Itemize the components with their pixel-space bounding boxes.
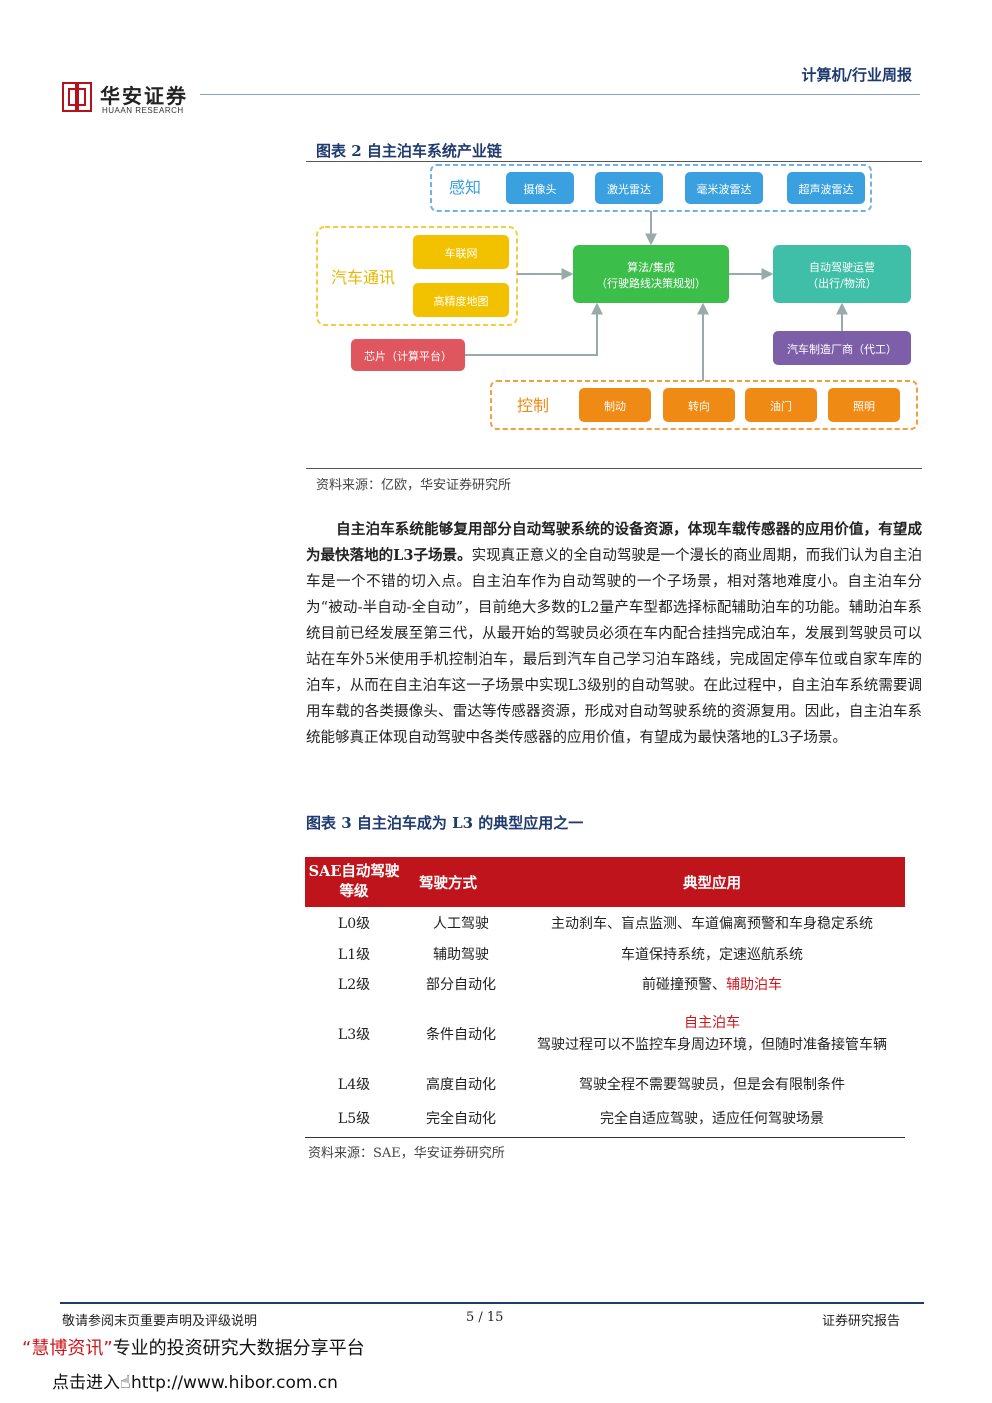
header-sae-level: SAE自动驾驶等级 bbox=[305, 857, 403, 907]
sae-level-table: SAE自动驾驶等级 驾驶方式 典型应用 L0级 人工驾驶 主动刹车、盲点监测、车… bbox=[305, 857, 905, 1138]
header-typical-application: 典型应用 bbox=[519, 857, 905, 907]
control-item-box bbox=[663, 388, 735, 422]
figure3-source: 资料来源：SAE，华安证券研究所 bbox=[308, 1146, 505, 1161]
control-group-frame bbox=[490, 380, 918, 430]
figure2-caption: 图表 2 自主泊车系统产业链 bbox=[316, 142, 502, 160]
cell-mode: 完全自动化 bbox=[403, 1099, 519, 1138]
comm-item-label: 车联网 bbox=[445, 246, 478, 260]
cell-app: 前碰撞预警、辅助泊车 bbox=[519, 969, 905, 999]
promo-url-link[interactable]: http://www.hibor.com.cn bbox=[130, 1373, 338, 1393]
arrow-chip-to-algo bbox=[465, 302, 603, 356]
control-label: 控制 bbox=[517, 396, 549, 415]
cell-mode: 人工驾驶 bbox=[433, 916, 489, 932]
chip-box bbox=[351, 339, 465, 371]
cell-app: 驾驶全程不需要驾驶员，但是会有限制条件 bbox=[579, 1077, 845, 1093]
operations-box bbox=[773, 245, 911, 303]
promo-line: “慧博资讯”专业的投资研究大数据分享平台 bbox=[22, 1334, 365, 1360]
comm-item-box bbox=[413, 283, 509, 317]
body-paragraph: 自主泊车系统能够复用部分自动驾驶系统的设备资源，体现车载传感器的应用价值，有望成… bbox=[306, 517, 922, 751]
comm-label: 汽车通讯 bbox=[331, 268, 395, 287]
cell-app-highlight: 自主泊车 bbox=[684, 1015, 740, 1031]
comm-item-box bbox=[413, 235, 509, 269]
table-row: L3级 条件自动化 自主泊车驾驶过程可以不监控车身周边环境，但随时准备接管车辆 bbox=[305, 999, 905, 1069]
sensor-box bbox=[506, 172, 574, 204]
cell-level: L4级 bbox=[337, 1077, 371, 1093]
cell-mode: 部分自动化 bbox=[426, 977, 496, 993]
promo-slogan: 专业的投资研究大数据分享平台 bbox=[112, 1338, 365, 1359]
control-item-label: 油门 bbox=[770, 399, 792, 413]
sensor-label: 激光雷达 bbox=[607, 182, 651, 196]
control-item-label: 照明 bbox=[853, 400, 875, 413]
header-divider bbox=[200, 94, 920, 95]
operations-line1: 自动驾驶运营 bbox=[809, 260, 875, 274]
cell-app: 完全自适应驾驶，适应任何驾驶场景 bbox=[519, 1099, 905, 1138]
control-item-label: 制动 bbox=[604, 400, 626, 413]
sensor-label: 超声波雷达 bbox=[799, 182, 854, 196]
sensor-label: 毫米波雷达 bbox=[697, 182, 752, 196]
cell-app-text: 前碰撞预警、 bbox=[642, 977, 726, 993]
sensor-box bbox=[595, 172, 663, 204]
footer-report-type: 证券研究报告 bbox=[822, 1314, 901, 1329]
oem-box bbox=[773, 331, 911, 365]
comm-item-label: 高精度地图 bbox=[434, 294, 489, 308]
oem-label: 汽车制造厂商（代工） bbox=[787, 342, 897, 356]
figure2-bottom-rule bbox=[306, 468, 922, 469]
table-row: L5级 完全自动化 完全自适应驾驶，适应任何驾驶场景 bbox=[305, 1099, 905, 1138]
page-number: 5 / 15 bbox=[466, 1310, 504, 1325]
table-row: L0级 人工驾驶 主动刹车、盲点监测、车道偏离预警和车身稳定系统 bbox=[305, 907, 905, 939]
footer-disclaimer: 敬请参阅末页重要声明及评级说明 bbox=[62, 1314, 258, 1329]
chip-label: 芯片（计算平台） bbox=[364, 349, 452, 363]
control-item-box bbox=[828, 388, 900, 422]
perception-items: 摄像头 激光雷达 毫米波雷达 超声波雷达 bbox=[506, 172, 865, 204]
cell-mode: 条件自动化 bbox=[426, 1027, 496, 1043]
algorithm-line1: 算法/集成 bbox=[627, 260, 675, 274]
sensor-box bbox=[685, 172, 763, 204]
logo-name-en: HUAAN RESEARCH bbox=[102, 106, 184, 115]
report-section-title: 计算机/行业周报 bbox=[801, 66, 912, 84]
control-item-label: 转向 bbox=[688, 399, 710, 413]
promo-brand: “慧博资讯” bbox=[22, 1338, 113, 1359]
cell-level: L3级 bbox=[337, 1027, 371, 1043]
table-row: L2级 部分自动化 前碰撞预警、辅助泊车 bbox=[305, 969, 905, 999]
cell-app: 自主泊车驾驶过程可以不监控车身周边环境，但随时准备接管车辆 bbox=[519, 999, 905, 1069]
cell-level: L5级 bbox=[305, 1099, 403, 1138]
algorithm-box bbox=[573, 245, 729, 303]
paragraph-text: 实现真正意义的全自动驾驶是一个漫长的商业周期，而我们认为自主泊车是一个不错的切入… bbox=[306, 548, 922, 746]
table-header-row: SAE自动驾驶等级 驾驶方式 典型应用 bbox=[305, 857, 905, 907]
comm-group-frame bbox=[316, 226, 518, 326]
cell-app: 主动刹车、盲点监测、车道偏离预警和车身稳定系统 bbox=[551, 916, 873, 932]
header-driving-mode: 驾驶方式 bbox=[403, 857, 519, 907]
control-item-box bbox=[745, 388, 817, 422]
logo-name-cn: 华安证券 bbox=[100, 84, 188, 108]
company-logo-icon bbox=[62, 82, 92, 112]
table-row: L1级 辅助驾驶 车道保持系统，定速巡航系统 bbox=[305, 939, 905, 969]
cell-level: L0级 bbox=[337, 916, 371, 932]
promo-link-line: 点击进入☝http://www.hibor.com.cn bbox=[52, 1368, 338, 1393]
paragraph-lead-bold: 自主泊车系统能够复用部分自动驾驶系统的设备资源，体现车载传感器的应用价值，有望成… bbox=[306, 521, 922, 564]
figure2-top-rule bbox=[306, 161, 922, 162]
cell-app-text: 驾驶过程可以不监控车身周边环境，但随时准备接管车辆 bbox=[537, 1037, 887, 1053]
cell-mode: 高度自动化 bbox=[426, 1077, 496, 1093]
promo-enter-text: 点击进入 bbox=[52, 1373, 120, 1393]
cell-mode: 辅助驾驶 bbox=[433, 947, 489, 963]
control-item-box bbox=[579, 388, 651, 422]
cell-app-highlight: 辅助泊车 bbox=[726, 977, 782, 993]
sensor-box bbox=[787, 172, 865, 204]
hand-pointer-icon: ☝ bbox=[120, 1372, 131, 1393]
industry-chain-diagram: 感知 摄像头 激光雷达 毫米波雷达 超声波雷达 汽车通讯 车联网 高精度地图 算… bbox=[316, 164, 918, 430]
operations-line2: （出行/物流） bbox=[807, 276, 877, 290]
figure2-source: 资料来源：亿欧，华安证券研究所 bbox=[316, 478, 512, 493]
perception-label: 感知 bbox=[449, 178, 481, 197]
cell-level: L2级 bbox=[337, 977, 371, 993]
figure3-caption: 图表 3 自主泊车成为 L3 的典型应用之一 bbox=[306, 814, 584, 832]
table-row: L4级 高度自动化 驾驶全程不需要驾驶员，但是会有限制条件 bbox=[305, 1069, 905, 1099]
algorithm-line2: （行驶路线决策规划） bbox=[596, 276, 706, 290]
cell-level: L1级 bbox=[337, 947, 371, 963]
footer-divider bbox=[60, 1302, 924, 1304]
sensor-label: 摄像头 bbox=[524, 182, 557, 196]
cell-app: 车道保持系统，定速巡航系统 bbox=[621, 947, 803, 963]
